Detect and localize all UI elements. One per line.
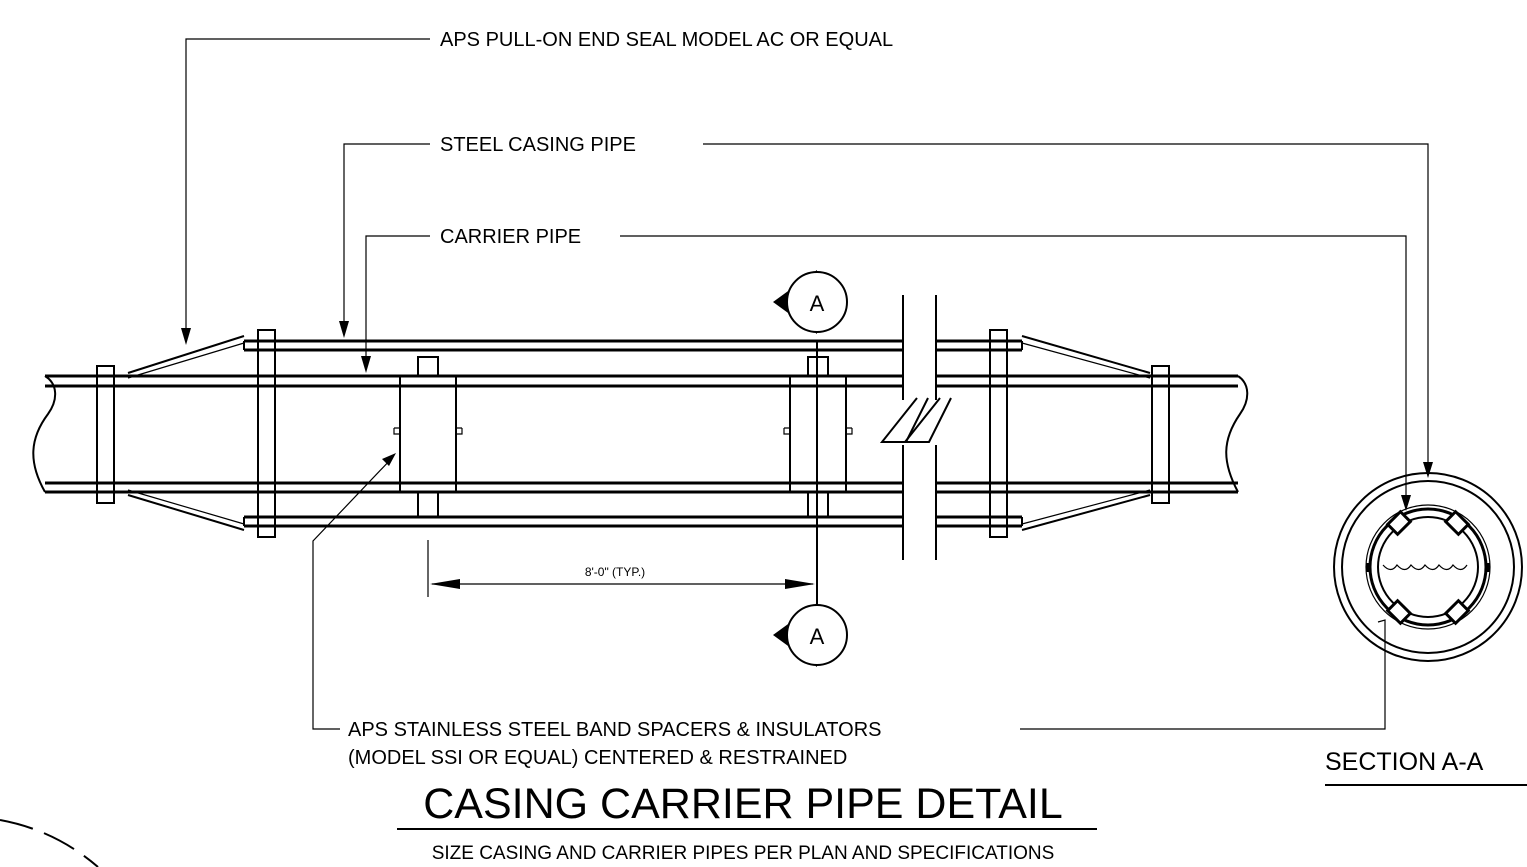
break-line [879, 292, 952, 562]
leader-spacers [312, 453, 1386, 730]
clamp-band-left-outer [96, 365, 115, 504]
svg-text:A: A [810, 291, 825, 316]
section-marker-top: A [773, 270, 848, 334]
section-title: SECTION A-A [1325, 748, 1484, 776]
svg-text:A: A [810, 624, 825, 649]
carrier-pipe-label: CARRIER PIPE [440, 226, 581, 248]
end-seal-right [1021, 335, 1151, 531]
spacer-1 [393, 356, 463, 518]
detail-callout-arc [0, 819, 99, 867]
leader-end-seal [181, 38, 430, 345]
section-a-a-view [1333, 472, 1523, 662]
dimension-label: 8'-0" (TYP.) [585, 565, 645, 579]
clamp-band-right-outer [1151, 365, 1170, 504]
detail-note: SIZE CASING AND CARRIER PIPES PER PLAN A… [432, 843, 1055, 864]
end-seal-left [127, 335, 245, 531]
end-seal-label: APS PULL-ON END SEAL MODEL AC OR EQUAL [440, 29, 893, 51]
spacers-label-line2: (MODEL SSI OR EQUAL) CENTERED & RESTRAIN… [348, 747, 847, 769]
carrier-pipe [32, 374, 1249, 494]
steel-casing-pipe [243, 339, 1023, 528]
detail-title: CASING CARRIER PIPE DETAIL [423, 780, 1063, 828]
casing-pipe-label: STEEL CASING PIPE [440, 134, 636, 156]
spacers-label-line1: APS STAINLESS STEEL BAND SPACERS & INSUL… [348, 719, 882, 741]
leader-casing-pipe [339, 143, 1433, 478]
leader-carrier-pipe [361, 235, 1411, 511]
clamp-band-left-inner [257, 329, 276, 538]
dimension-8ft: 8'-0" (TYP.) [427, 540, 815, 597]
clamp-band-right-inner [989, 329, 1008, 538]
section-marker-bottom: A [773, 603, 848, 667]
section-cut: A A [773, 270, 848, 667]
